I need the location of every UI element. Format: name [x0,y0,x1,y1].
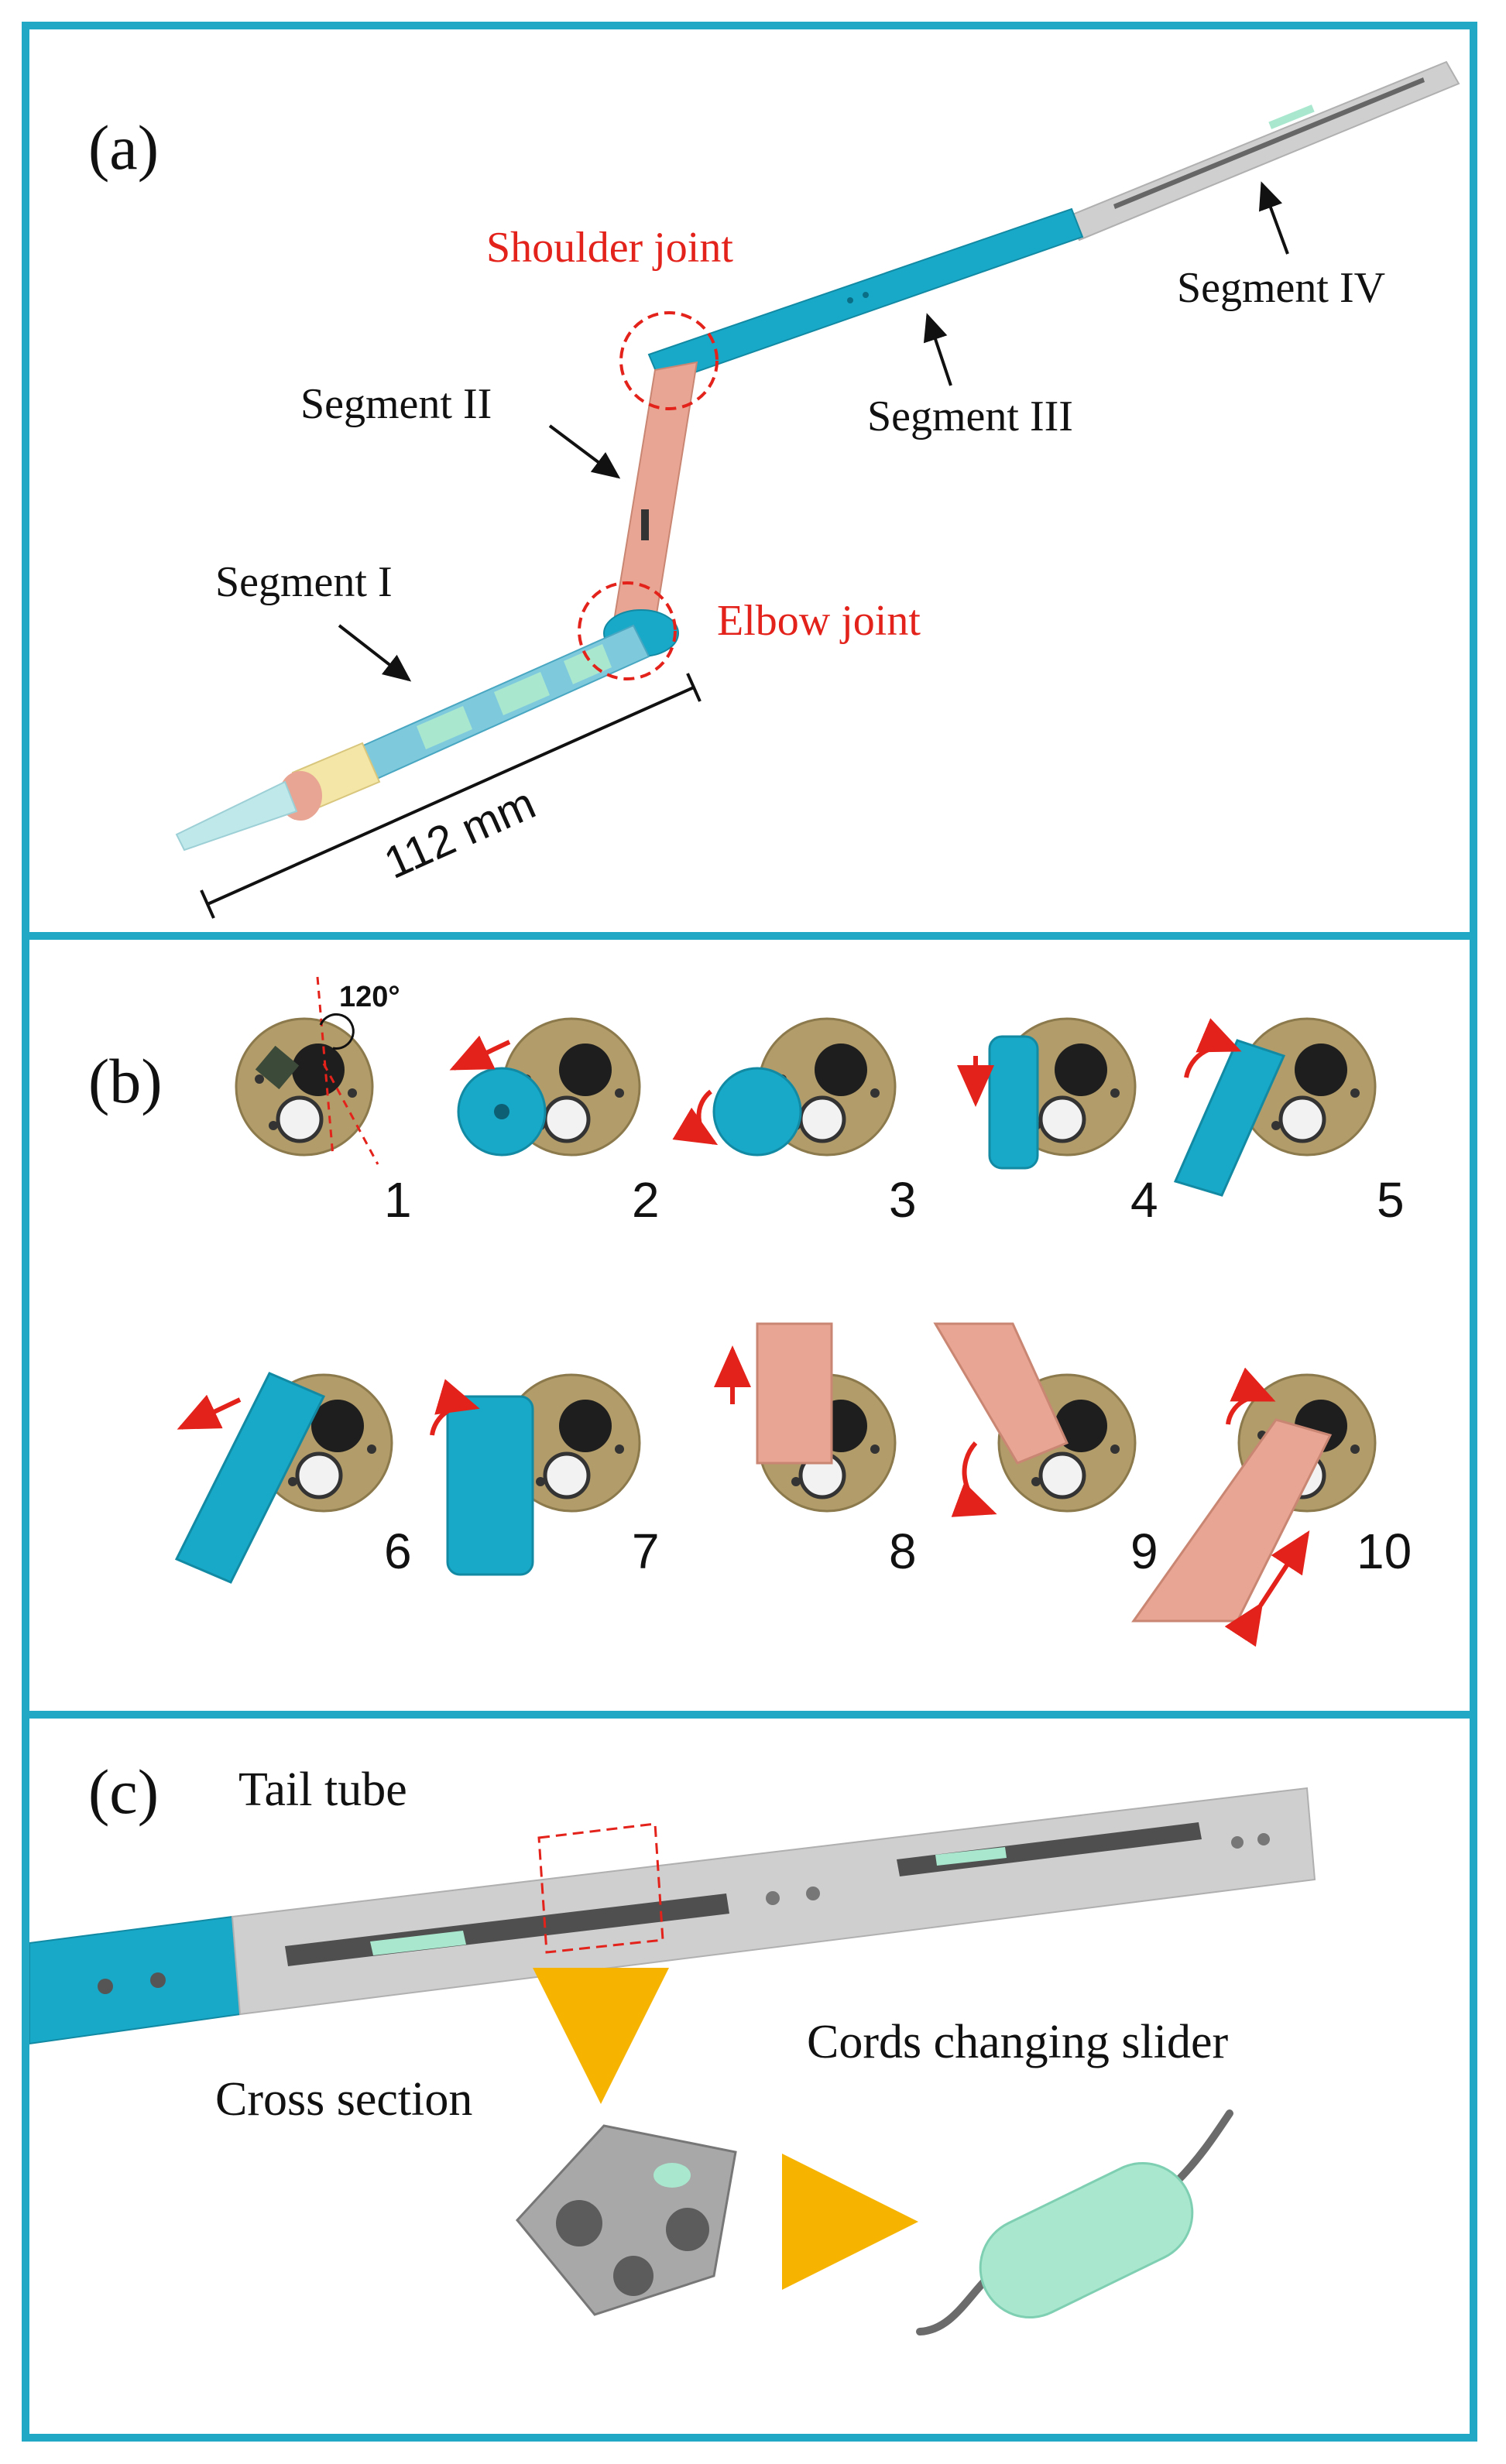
panel-c-drawing: (c) Tail tube Cross section [29,1756,1316,2335]
step-9-graphic [933,1322,1135,1517]
shoulder-joint-label: Shoulder joint [486,224,733,272]
elbow-joint-label: Elbow joint [717,597,921,645]
shoulder-joint-marker [619,311,719,410]
segment-4-arrow [1258,181,1289,255]
panel-c-label: (c) [88,1756,159,1827]
panel-b-label: (b) [88,1046,163,1116]
panel-a-drawing: (a) Shoulder joint Elbow joint Segment I… [88,60,1460,919]
panel-b: (b) 120° [22,932,1477,1719]
segment-2-label: Segment II [300,380,492,428]
step-8-graphic [714,1322,895,1511]
panel-a: (a) Shoulder joint Elbow joint Segment I… [22,22,1477,940]
cross-section-label: Cross section [215,2073,472,2126]
step-5-number: 5 [1377,1172,1405,1228]
tool-tip [175,780,298,852]
elbow-joint-marker [578,581,677,680]
tail-tube [29,1787,1316,2045]
dimension-line [200,673,702,919]
step-2-number: 2 [632,1172,660,1228]
step-3-graphic [672,1019,895,1155]
segment-3-arrow [923,313,952,386]
segment-4-tube [1065,60,1460,242]
angle-label: 120° [339,981,400,1013]
step-8-number: 8 [889,1523,917,1579]
segment-4-label: Segment IV [1177,264,1385,312]
tail-tube-label: Tail tube [238,1763,407,1816]
step-9-number: 9 [1130,1523,1158,1579]
segment-1-tube [353,624,650,783]
panel-c: (c) Tail tube Cross section [22,1711,1477,2442]
step-10-number: 10 [1357,1523,1412,1579]
step-6-number: 6 [384,1523,412,1579]
step-4-number: 4 [1130,1172,1158,1228]
step-7-graphic [430,1375,640,1576]
step-3-number: 3 [889,1172,917,1228]
step-1-number: 1 [384,1172,412,1228]
segment-3-label: Segment III [867,392,1073,440]
slider-label: Cords changing slider [807,2016,1228,2068]
panel-b-drawing: (b) 120° [88,976,1412,1647]
step-5-graphic [1173,1019,1375,1197]
segment-1-arrow [338,624,412,682]
step-7-number: 7 [632,1523,660,1579]
step-6-graphic [174,1372,392,1584]
step-1-graphic: 120° [236,976,400,1165]
segment-1-label: Segment I [215,558,393,606]
step-2-graphic [449,1019,640,1155]
panel-a-label: (a) [88,112,159,183]
cross-section-graphic [516,2124,737,2316]
segment-2-arrow [548,424,621,479]
section-cut-marker [537,1822,664,1954]
cords-slider-graphic [916,2109,1233,2335]
dimension-label: 112 mm [377,778,543,889]
step-4-graphic [957,1019,1135,1170]
step-10-graphic [1131,1367,1375,1647]
